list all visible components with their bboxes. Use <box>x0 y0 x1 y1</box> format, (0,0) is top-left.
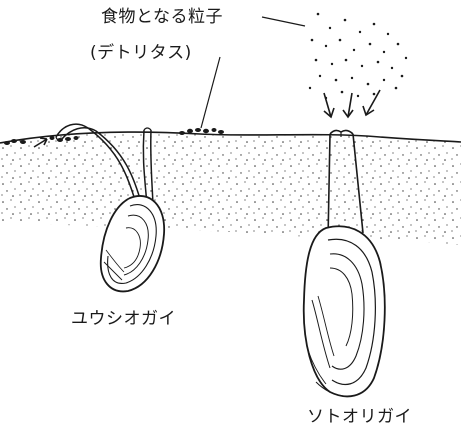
downward-arrows-icon <box>324 90 380 117</box>
leader-lines <box>201 17 305 128</box>
detritus-leader-line <box>201 57 220 128</box>
detritus-label: (デトリタス) <box>90 45 192 62</box>
sand-layer <box>0 132 461 245</box>
right-clam-shell <box>304 226 385 396</box>
species-label-right: ソトオリガイ <box>307 409 412 426</box>
sediment <box>0 132 461 245</box>
species-label-left: ユウシオガイ <box>71 311 176 328</box>
food-particles-label: 食物となる粒子 <box>101 9 223 26</box>
food-leader-line <box>262 17 305 26</box>
falling-particles <box>309 13 407 100</box>
